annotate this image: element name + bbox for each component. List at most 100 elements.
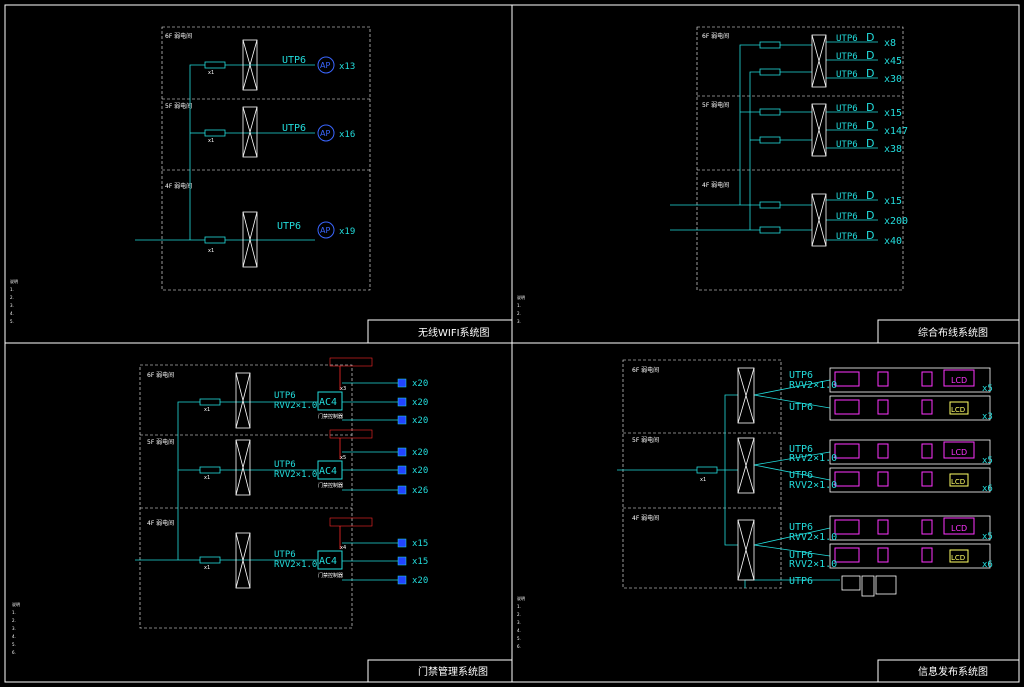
info-mult: x1 <box>700 477 706 483</box>
info-count-4: x6 <box>982 484 993 494</box>
info-lcd-screens <box>949 401 969 563</box>
info-count-6: x6 <box>982 560 993 570</box>
info-note-4: 4. <box>517 628 521 633</box>
access-floor-5: 5F 弱电间 <box>147 438 174 446</box>
sheet-frames <box>4 4 1020 683</box>
access-ctrl-name-5f: 门禁控制器 <box>318 482 343 489</box>
wifi-floor-5: 5F 弱电间 <box>165 102 192 110</box>
access-ctrl-count-4f: x4 <box>340 545 346 551</box>
wifi-note-3: 3. <box>10 303 14 308</box>
access-utp-4f: UTP6 <box>274 550 296 560</box>
info-note-6: 6. <box>517 644 521 649</box>
outlet-icon: D <box>866 189 874 202</box>
wifi-mult-4f: x1 <box>208 248 214 254</box>
access-ctrl-name-4f: 门禁控制器 <box>318 572 343 579</box>
info-shaft <box>622 359 782 589</box>
info-lcd-6: LCD <box>951 554 965 562</box>
wifi-notes-heading: 说明 <box>10 278 18 284</box>
access-count-5f-3: x26 <box>412 486 428 496</box>
outlet-icon: D <box>866 137 874 150</box>
wifi-title: 无线WIFI系统图 <box>418 326 490 339</box>
access-count-6f-2: x20 <box>412 398 428 408</box>
cabling-cable-labels: UTP6 UTP6 UTP6 UTP6 UTP6 UTP6 UTP6 UTP6 … <box>836 34 858 242</box>
info-note-5: 5. <box>517 636 521 641</box>
info-title: 信息发布系统图 <box>918 665 988 678</box>
access-title: 门禁管理系统图 <box>418 665 488 678</box>
access-count-4f-3: x20 <box>412 576 428 586</box>
access-note-6: 6. <box>12 650 16 655</box>
wifi-note-1: 1. <box>10 287 14 292</box>
info-utp-5: UTP6 <box>789 522 813 533</box>
info-note-1: 1. <box>517 604 521 609</box>
access-floor-4: 4F 弱电间 <box>147 519 174 527</box>
cabling-floor-4: 4F 弱电间 <box>702 181 729 189</box>
titleblock-info <box>877 659 1020 683</box>
wifi-cable-5f: UTP6 <box>282 123 306 134</box>
info-player-groups <box>829 367 991 569</box>
info-rvv-5: RVV2×1.0 <box>789 532 837 543</box>
access-utp-5f: UTP6 <box>274 460 296 470</box>
cabling-switches <box>759 41 781 234</box>
access-note-4: 4. <box>12 634 16 639</box>
wifi-racks <box>242 39 258 268</box>
cabling-cable-4: UTP6 <box>836 104 858 114</box>
access-note-5: 5. <box>12 642 16 647</box>
access-count-6f-1: x20 <box>412 379 428 389</box>
info-lcd-4: LCD <box>951 478 965 486</box>
info-lcd-2: LCD <box>951 406 965 414</box>
outlet-icon: D <box>866 67 874 80</box>
info-floor-5: 5F 弱电间 <box>632 436 659 444</box>
info-wiring <box>617 379 840 588</box>
access-mult-4f: x1 <box>204 565 210 571</box>
wifi-switches <box>204 61 226 244</box>
titleblock-access <box>367 659 513 683</box>
wifi-wiring <box>135 64 315 241</box>
info-utp-6: UTP6 <box>789 550 813 561</box>
cabling-count-4f-3: x40 <box>884 236 902 247</box>
wifi-switch-6f <box>204 61 226 69</box>
wifi-count-4f: x19 <box>339 227 355 237</box>
info-racks <box>737 367 755 581</box>
wifi-note-2: 2. <box>10 295 14 300</box>
wifi-shaft <box>161 26 371 291</box>
wifi-cable-6f: UTP6 <box>282 55 306 66</box>
wifi-count-5f: x16 <box>339 130 355 140</box>
cabling-count-6f-1: x8 <box>884 38 896 49</box>
info-players <box>834 369 975 563</box>
access-mult-6f: x1 <box>204 407 210 413</box>
outlet-icon: D <box>866 209 874 222</box>
info-utp-server: UTP6 <box>789 576 813 587</box>
outlet-icon: D <box>866 229 874 242</box>
info-count-1: x5 <box>982 384 993 394</box>
access-count-5f-1: x20 <box>412 448 428 458</box>
info-cable-labels: UTP6 RVV2×1.0 UTP6 UTP6 RVV2×1.0 UTP6 RV… <box>789 370 837 587</box>
cabling-count-4f-1: x15 <box>884 196 902 207</box>
titleblock-cabling <box>877 319 1020 344</box>
cabling-floor-6: 6F 弱电间 <box>702 32 729 40</box>
cabling-cable-9: UTP6 <box>836 232 858 242</box>
access-ac-5f: AC4 <box>319 466 337 477</box>
wifi-ap-5f: AP <box>320 129 330 138</box>
cabling-racks <box>811 34 827 247</box>
access-notes: 1. 2. 3. 4. 5. 6. <box>12 610 16 655</box>
outlet-icon: D <box>866 31 874 44</box>
info-floor-6: 6F 弱电间 <box>632 366 659 374</box>
info-lcd-3: LCD <box>951 448 967 457</box>
frame-info <box>511 342 1020 683</box>
cabling-count-5f-3: x38 <box>884 144 902 155</box>
wifi-ap-icons <box>317 56 335 239</box>
cabling-floor-5: 5F 弱电间 <box>702 101 729 109</box>
info-rvv-6: RVV2×1.0 <box>789 559 837 570</box>
outlet-icon: D <box>866 49 874 62</box>
cabling-count-5f-1: x15 <box>884 108 902 119</box>
access-ac-6f: AC4 <box>319 397 337 408</box>
access-cable-labels: UTP6 RVV2×1.0 UTP6 RVV2×1.0 UTP6 RVV2×1.… <box>274 391 317 570</box>
cabling-cable-1: UTP6 <box>836 34 858 44</box>
access-rvv-6f: RVV2×1.0 <box>274 401 317 411</box>
info-lcd-5: LCD <box>951 524 967 533</box>
access-wiring <box>135 382 398 581</box>
access-utp-6f: UTP6 <box>274 391 296 401</box>
access-count-4f-2: x15 <box>412 557 428 567</box>
info-lcd-1: LCD <box>951 376 967 385</box>
access-note-1: 1. <box>12 610 16 615</box>
